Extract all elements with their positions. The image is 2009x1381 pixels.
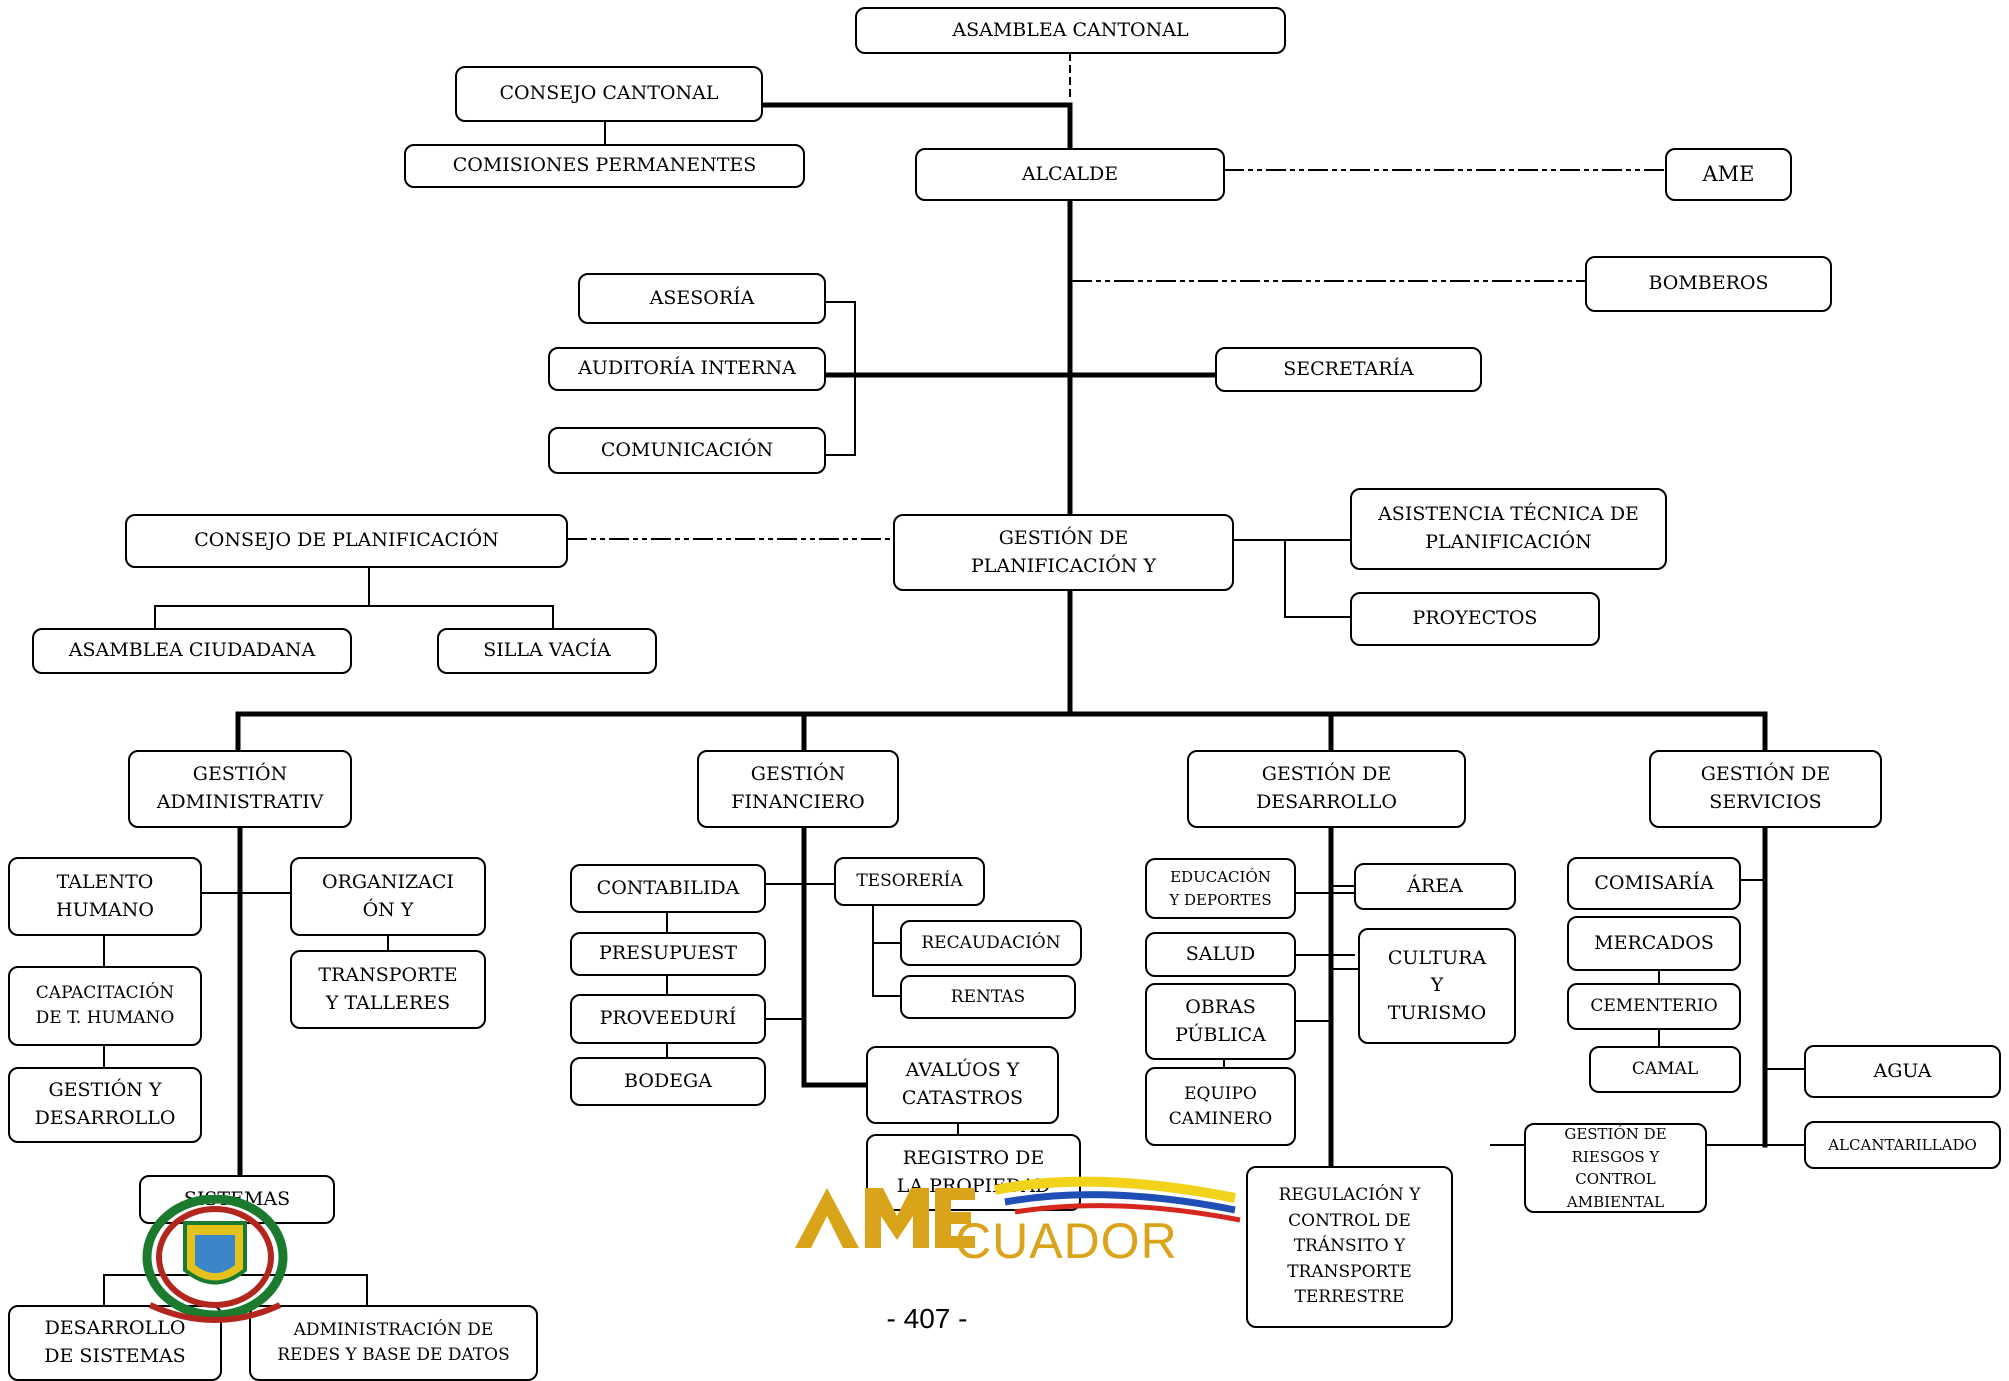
ame-ecuador-logo-icon <box>795 1176 1241 1248</box>
node-area: ÁREA <box>1354 863 1516 910</box>
node-gestion-desarrollo: GESTIÓN DE DESARROLLO <box>1187 750 1466 828</box>
node-silla-vacia: SILLA VACÍA <box>437 628 657 674</box>
node-bodega: BODEGA <box>570 1057 766 1106</box>
node-comisiones-permanentes: COMISIONES PERMANENTES <box>404 144 805 188</box>
node-talento-humano: TALENTO HUMANO <box>8 857 202 936</box>
node-cultura-turismo: CULTURA Y TURISMO <box>1358 928 1516 1044</box>
node-obras-publicas: OBRAS PÚBLICA <box>1145 983 1296 1060</box>
node-capacitacion: CAPACITACIÓN DE T. HUMANO <box>8 966 202 1046</box>
node-cementerio: CEMENTERIO <box>1567 983 1741 1030</box>
node-gestion-planificacion: GESTIÓN DE PLANIFICACIÓN Y <box>893 514 1234 591</box>
node-auditoria-interna: AUDITORÍA INTERNA <box>548 347 826 391</box>
node-regulacion-transito: REGULACIÓN Y CONTROL DE TRÁNSITO Y TRANS… <box>1246 1166 1453 1328</box>
node-asamblea-cantonal: ASAMBLEA CANTONAL <box>855 7 1286 54</box>
node-gestion-servicios: GESTIÓN DE SERVICIOS <box>1649 750 1882 828</box>
node-equipo-caminero: EQUIPO CAMINERO <box>1145 1067 1296 1146</box>
node-asesoria: ASESORÍA <box>578 273 826 324</box>
node-camal: CAMAL <box>1589 1046 1741 1093</box>
node-alcantarillado: ALCANTARILLADO <box>1804 1121 2001 1169</box>
page-number: - 407 - <box>886 1303 968 1334</box>
node-transporte-talleres: TRANSPORTE Y TALLERES <box>290 950 486 1029</box>
node-educacion-deportes: EDUCACIÓN Y DEPORTES <box>1145 858 1296 919</box>
advisory-links <box>567 53 1666 540</box>
node-alcalde: ALCALDE <box>915 148 1225 201</box>
node-consejo-cantonal: CONSEJO CANTONAL <box>455 66 763 122</box>
node-consejo-planificacion: CONSEJO DE PLANIFICACIÓN <box>125 514 568 568</box>
node-mercados: MERCADOS <box>1567 916 1741 971</box>
node-asamblea-ciudadana: ASAMBLEA CIUDADANA <box>32 628 352 674</box>
node-comisaria: COMISARÍA <box>1567 857 1741 910</box>
node-organizacion: ORGANIZACI ÓN Y <box>290 857 486 936</box>
node-proyectos: PROYECTOS <box>1350 592 1600 646</box>
ame-logo-text: CUADOR <box>955 1213 1178 1269</box>
node-proveeduria: PROVEEDURÍ <box>570 994 766 1044</box>
node-bomberos: BOMBEROS <box>1585 256 1832 312</box>
node-salud: SALUD <box>1145 932 1296 977</box>
node-tesoreria: TESORERÍA <box>834 857 985 906</box>
node-presupuesto: PRESUPUEST <box>570 932 766 976</box>
municipal-crest-icon <box>142 1195 288 1323</box>
node-asistencia-tecnica: ASISTENCIA TÉCNICA DE PLANIFICACIÓN <box>1350 488 1667 570</box>
main-spine <box>235 102 1768 1178</box>
node-agua: AGUA <box>1804 1045 2001 1098</box>
node-contabilidad: CONTABILIDA <box>570 864 766 913</box>
node-rentas: RENTAS <box>900 975 1076 1019</box>
node-comunicacion: COMUNICACIÓN <box>548 427 826 474</box>
node-avaluos-catastros: AVALÚOS Y CATASTROS <box>866 1046 1059 1124</box>
node-ame: AME <box>1665 148 1792 201</box>
node-gestion-administrativa: GESTIÓN ADMINISTRATIV <box>128 750 352 828</box>
node-desarrollo-sistemas: DESARROLLO DE SISTEMAS <box>8 1305 222 1381</box>
node-gestion-financiero: GESTIÓN FINANCIERO <box>697 750 899 828</box>
node-gestion-y-desarrollo: GESTIÓN Y DESARROLLO <box>8 1067 202 1143</box>
node-secretaria: SECRETARÍA <box>1215 347 1482 392</box>
node-recaudacion: RECAUDACIÓN <box>900 920 1082 966</box>
node-administracion-redes: ADMINISTRACIÓN DE REDES Y BASE DE DATOS <box>249 1305 538 1381</box>
node-gestion-riesgos: GESTIÓN DE RIESGOS Y CONTROL AMBIENTAL <box>1524 1123 1707 1213</box>
